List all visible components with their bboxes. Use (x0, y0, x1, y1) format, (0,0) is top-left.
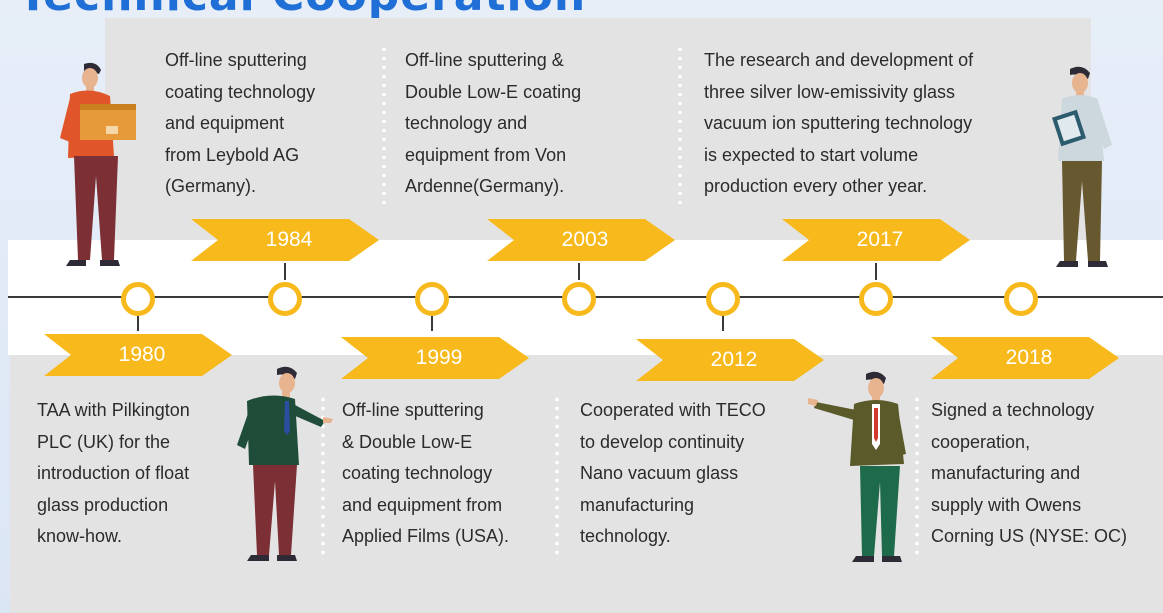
text-line: Off-line sputtering & (405, 50, 564, 70)
text-line: and equipment from (342, 494, 503, 515)
text-line: glass production (37, 494, 169, 515)
text-line: to develop continuity (580, 431, 745, 452)
dotted-separator (382, 45, 386, 205)
text-line: vacuum ion sputtering technology (704, 113, 973, 133)
text-line: production every other year. (704, 176, 928, 196)
milestone-text-1984: Off-line sputtering coating technology a… (165, 45, 315, 203)
bottom-band (10, 355, 1163, 613)
tick-2017 (875, 263, 877, 280)
dotted-separator (678, 45, 682, 205)
text-line: & Double Low-E (342, 431, 473, 452)
year-label: 2018 (1005, 346, 1053, 369)
timeline-node-1 (121, 282, 155, 316)
milestone-text-2017: The research and development of three si… (704, 45, 973, 203)
tick-1980 (137, 314, 139, 331)
text-line: TAA with Pilkington (37, 400, 190, 420)
dotted-separator (321, 395, 325, 560)
year-arrow-1984: 1984 (191, 219, 379, 261)
text-line: PLC (UK) for the (37, 431, 171, 452)
year-label: 2017 (856, 228, 904, 251)
text-line: Double Low-E coating (405, 81, 582, 102)
text-line: technology. (580, 526, 671, 546)
timeline-node-5 (706, 282, 740, 316)
text-line: introduction of float (37, 463, 190, 483)
text-line: cooperation, (931, 431, 1031, 452)
text-line: (Germany). (165, 176, 257, 196)
text-line: is expected to start volume (704, 144, 919, 165)
year-arrow-2003: 2003 (487, 219, 675, 261)
tick-1999 (431, 314, 433, 331)
text-line: equipment from Von (405, 144, 567, 165)
year-label: 1999 (415, 346, 463, 369)
year-arrow-1999: 1999 (341, 337, 529, 379)
tick-1984 (284, 263, 286, 280)
timeline-node-4 (562, 282, 596, 316)
inspector-with-clipboard-illustration (1052, 66, 1112, 267)
year-arrow-2017: 2017 (782, 219, 970, 261)
milestone-text-1980: TAA with Pilkington PLC (UK) for the int… (37, 395, 190, 553)
timeline-node-7 (1004, 282, 1038, 316)
timeline-node-2 (268, 282, 302, 316)
dotted-separator (915, 395, 919, 560)
text-line: supply with Owens (931, 494, 1082, 515)
year-label: 2012 (710, 348, 758, 371)
milestone-text-2018: Signed a technology cooperation, manufac… (931, 395, 1127, 553)
milestone-text-2003: Off-line sputtering & Double Low-E coati… (405, 45, 581, 203)
text-line: Off-line sputtering (165, 50, 307, 70)
year-arrow-2018: 2018 (931, 337, 1119, 379)
text-line: know-how. (37, 526, 123, 546)
year-arrow-1980: 1980 (44, 334, 232, 376)
text-line: manufacturing (580, 494, 695, 515)
text-line: three silver low-emissivity glass (704, 81, 956, 102)
timeline-node-6 (859, 282, 893, 316)
text-line: coating technology (342, 463, 493, 483)
tick-2012 (722, 314, 724, 331)
tick-2003 (578, 263, 580, 280)
timeline-node-3 (415, 282, 449, 316)
text-line: and equipment (165, 113, 285, 133)
pointing-man-illustration (237, 366, 333, 561)
text-line: Ardenne(Germany). (405, 176, 565, 196)
text-line: Cooperated with TECO (580, 400, 766, 420)
year-label: 2003 (561, 228, 609, 251)
dotted-separator (555, 395, 559, 560)
milestone-text-2012: Cooperated with TECO to develop continui… (580, 395, 766, 553)
text-line: manufacturing and (931, 463, 1081, 483)
top-band (105, 18, 1091, 240)
text-line: from Leybold AG (165, 144, 300, 165)
text-line: Applied Films (USA). (342, 526, 510, 546)
text-line: Corning US (NYSE: OC) (931, 526, 1128, 546)
page-title: Technical Cooperation (18, 0, 586, 21)
text-line: Off-line sputtering (342, 400, 484, 420)
text-line: The research and development of (704, 50, 974, 70)
milestone-text-1999: Off-line sputtering & Double Low-E coati… (342, 395, 509, 553)
text-line: technology and (405, 113, 528, 133)
text-line: coating technology (165, 81, 316, 102)
text-line: Signed a technology (931, 400, 1095, 420)
text-line: Nano vacuum glass (580, 463, 739, 483)
year-arrow-2012: 2012 (636, 339, 824, 381)
year-label: 1984 (265, 228, 313, 251)
worker-with-box-illustration (60, 62, 136, 266)
year-label: 1980 (118, 343, 166, 366)
presenting-man-illustration (808, 371, 906, 562)
